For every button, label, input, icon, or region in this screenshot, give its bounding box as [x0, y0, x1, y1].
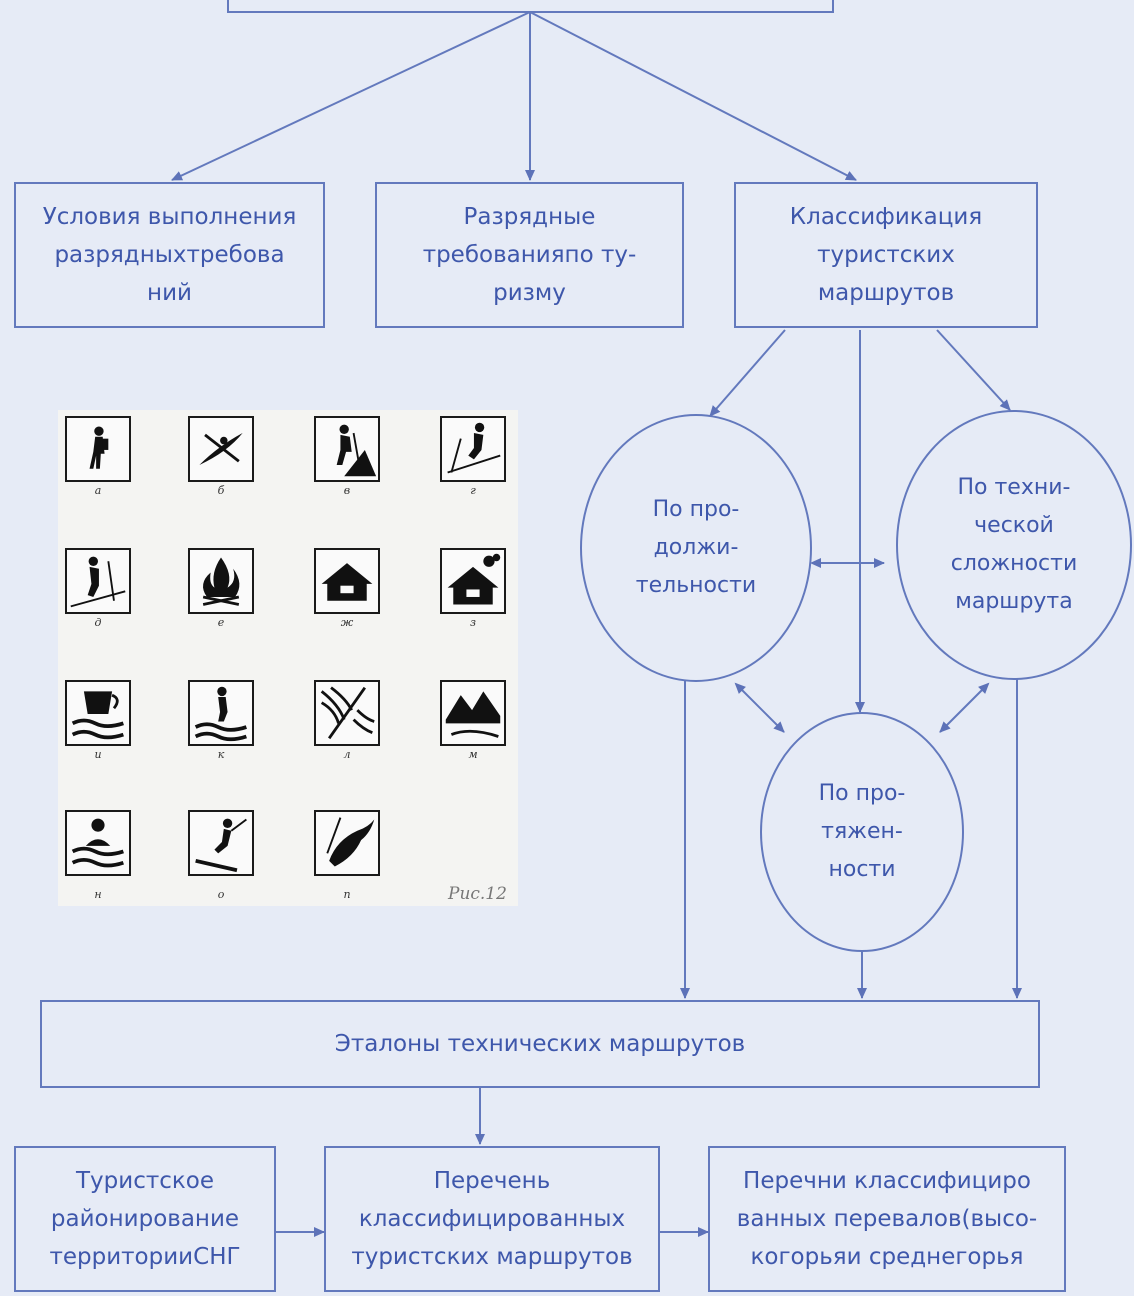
mountain-climber-icon [314, 416, 380, 482]
symbol-letter: м [468, 748, 478, 761]
symbol-letter: и [94, 748, 102, 761]
symbol-letter: п [343, 888, 351, 901]
arrow-to-usloviya [171, 11, 531, 181]
arrow-to-slozhnost [936, 329, 1011, 411]
arrow-ell-right-diag [939, 682, 990, 733]
campfire-icon [188, 548, 254, 614]
symbol-letter: з [470, 616, 476, 629]
prodolzhitelnost-ellipse: По про- должи- тельности [580, 414, 812, 682]
usloviya-box: Условия выполнения разрядныхтребова ний [14, 182, 325, 328]
symbol-letter: ж [340, 616, 354, 629]
skier-icon [440, 416, 506, 482]
hiker-icon [65, 416, 131, 482]
symbol-letter: е [217, 616, 225, 629]
symbol-letter: д [94, 616, 102, 629]
symbol-letter: б [217, 484, 225, 497]
arrow-ell-left-diag [734, 682, 785, 733]
arrow-to-klassifikaciya [529, 11, 857, 181]
rayonirovanie-box: Туристское районирование территорииСНГ [14, 1146, 276, 1292]
fishing-icon [314, 810, 380, 876]
symbol-letter: о [217, 888, 225, 901]
ski-tourer-icon [65, 548, 131, 614]
ford-icon [188, 680, 254, 746]
symbol-letter: л [343, 748, 351, 761]
symbol-letter: к [217, 748, 225, 761]
perechni-box: Перечни классифициро ванных перевалов(вы… [708, 1146, 1066, 1292]
rapids-icon [314, 680, 380, 746]
drinking-water-icon [65, 680, 131, 746]
swimming-icon [65, 810, 131, 876]
symbol-letter: г [470, 484, 476, 497]
symbol-letter: а [94, 484, 102, 497]
tourist-symbols-inset: а б в г д е ж з и к л м [58, 410, 518, 906]
water-ski-icon [188, 810, 254, 876]
symbol-letter: н [94, 888, 102, 901]
perechen-box: Перечень классифицированных туристских м… [324, 1146, 660, 1292]
etalony-box: Эталоны технических маршрутов [40, 1000, 1040, 1088]
top-box-edge [227, 0, 834, 13]
protyazhennost-ellipse: По про- тяжен- ности [760, 712, 964, 952]
kayak-icon [188, 416, 254, 482]
hut-icon [314, 548, 380, 614]
mountains-icon [440, 680, 506, 746]
arrow-to-prodolzhitelnost [709, 329, 786, 417]
klassifikaciya-box: Классификация туристских маршрутов [734, 182, 1038, 328]
symbol-letter: в [343, 484, 351, 497]
figure-caption: Рис.12 [448, 884, 507, 904]
hut-with-smoke-icon [440, 548, 506, 614]
slozhnost-ellipse: По техни- ческой сложности маршрута [896, 410, 1132, 680]
razryadnye-box: Разрядные требованияпо ту- ризму [375, 182, 684, 328]
